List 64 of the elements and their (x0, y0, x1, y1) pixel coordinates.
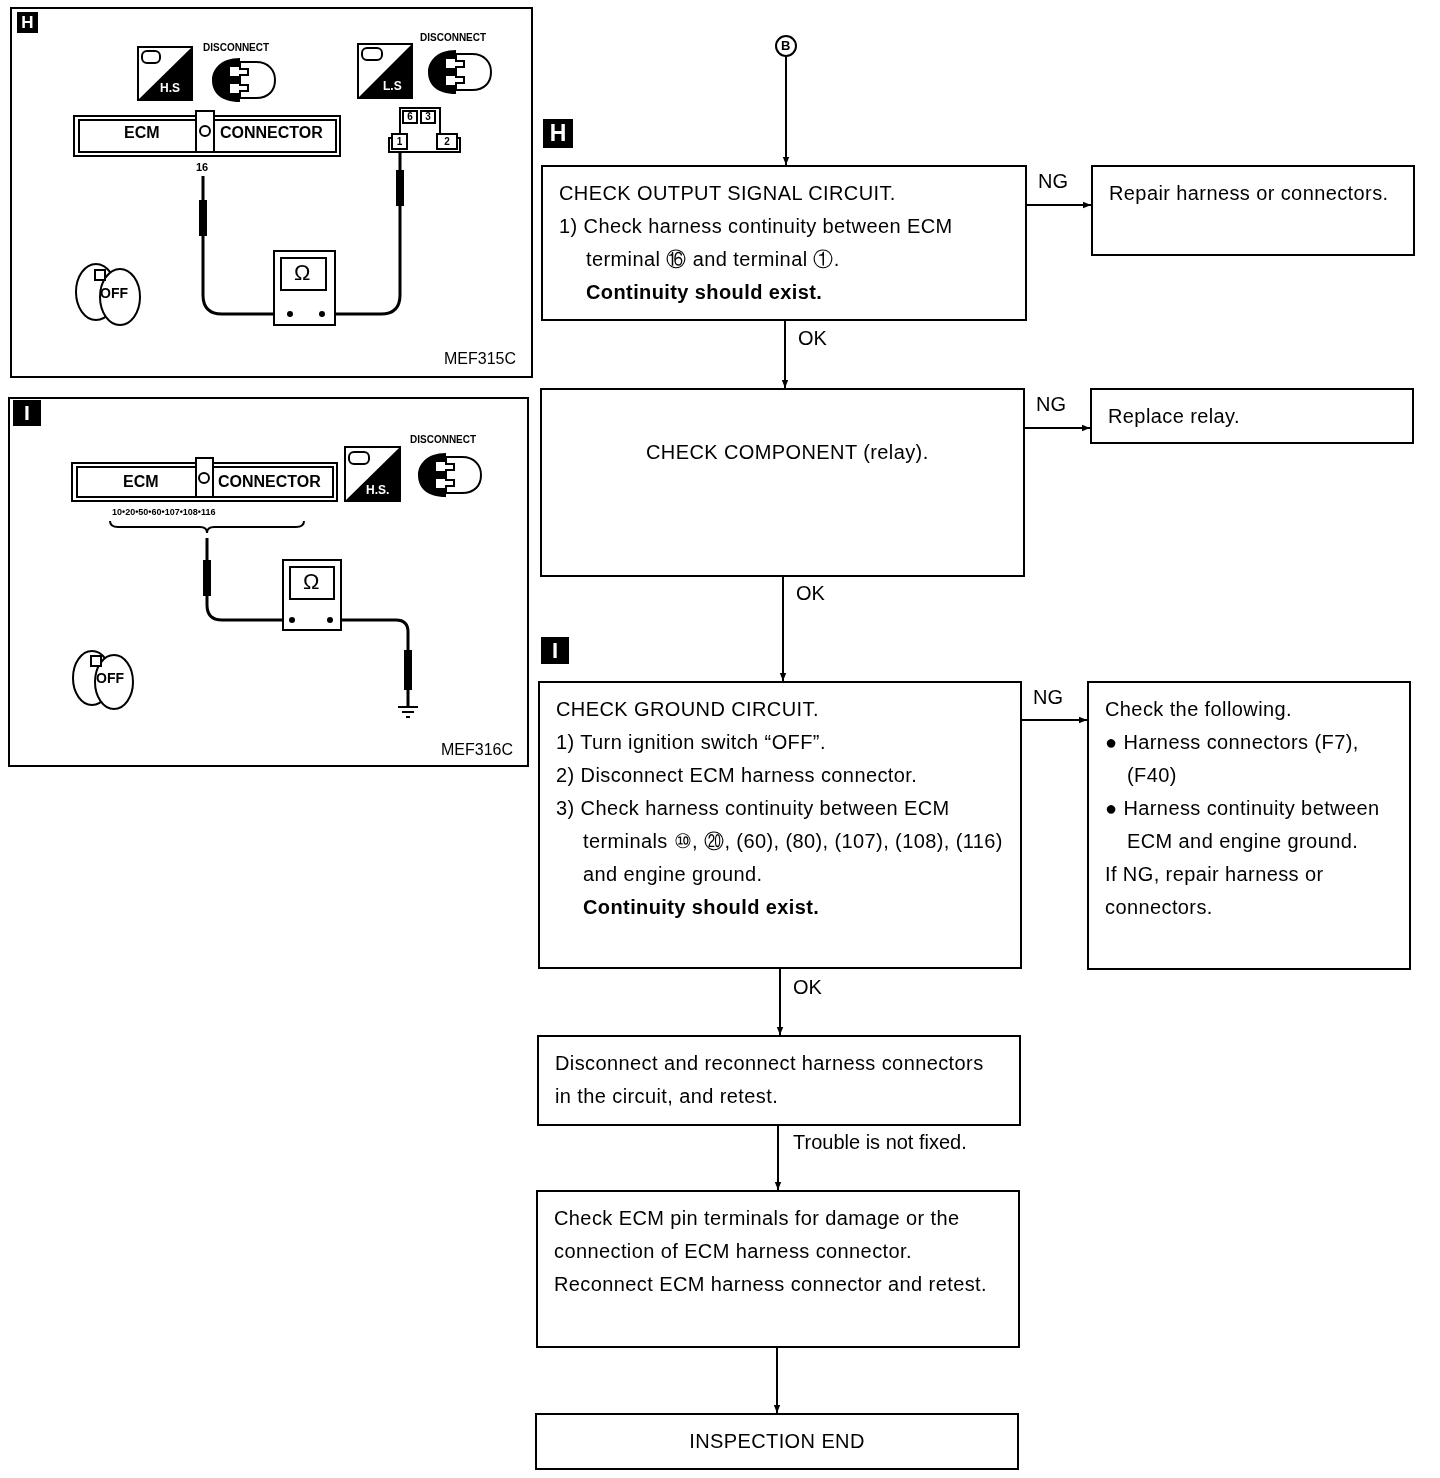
instruction-label: DISCONNECT (203, 43, 270, 53)
process-box (536, 1190, 1020, 1348)
instruction-label: DISCONNECT (410, 435, 477, 445)
section-badge: H (17, 12, 38, 33)
process-box (537, 1035, 1021, 1126)
terminal-pin: 2 (436, 133, 458, 150)
arrow (781, 320, 789, 389)
step-title: CHECK GROUND CIRCUIT. (556, 697, 820, 722)
arrow (1026, 201, 1092, 209)
step-text: 1) Turn ignition switch “OFF”. (556, 730, 827, 755)
switch-position: OFF (96, 671, 124, 685)
process-box (541, 165, 1027, 321)
arrow (779, 576, 787, 682)
terminal-pin: 6 (402, 110, 418, 124)
step-text: Replace relay. (1108, 404, 1241, 429)
step-text: ● Harness connectors (F7), (F40) (1105, 730, 1360, 788)
process-box (540, 388, 1025, 577)
section-badge: I (13, 400, 41, 426)
arrow (773, 1347, 781, 1414)
process-box (1090, 388, 1414, 444)
connector-circle (775, 35, 797, 57)
terminal-box (535, 1413, 1019, 1470)
terminal-number: 16 (196, 162, 209, 173)
part-label: ECM (123, 474, 159, 490)
arrow (1024, 424, 1091, 432)
note-text: Continuity should exist. (585, 280, 824, 305)
step-text: ● Harness continuity between ECM and engine ground. (1105, 796, 1381, 854)
connector-letter: B (781, 38, 791, 53)
note-text: Continuity should exist. (582, 895, 821, 920)
unit-symbol: Ω (303, 571, 320, 593)
mode-label: H.S. (366, 484, 390, 496)
figure-code: MEF315C (444, 351, 517, 367)
process-box (1091, 165, 1415, 256)
process-box (538, 681, 1022, 969)
section-badge: I (541, 637, 569, 664)
step-text: If NG, repair harness or connectors. (1105, 862, 1325, 920)
step-text: Check ECM pin terminals for damage or the connection of ECM harness connector. Reconnect ECM harness connector and retest. (554, 1206, 988, 1297)
arrow (1021, 716, 1088, 724)
instruction-label: DISCONNECT (420, 33, 487, 43)
process-box (1087, 681, 1411, 970)
figure-code: MEF316C (441, 742, 514, 758)
terminal-numbers: 10•20•50•60•107•108•116 (112, 508, 216, 517)
step-text: 3) Check harness continuity between ECM terminals ⑩, ⑳, (60), (80), (107), (108), (116) and engine ground. (556, 796, 1004, 887)
step-title: CHECK OUTPUT SIGNAL CIRCUIT. (559, 181, 897, 206)
terminal-pin: 3 (420, 110, 436, 124)
arrow (782, 56, 790, 166)
unit-symbol: Ω (294, 262, 311, 284)
step-text: 1) Check harness continuity between ECM terminal ⑯ and terminal ①. (559, 214, 954, 272)
section-badge: H (543, 119, 573, 148)
mode-label: H.S (160, 82, 180, 94)
step-text: CHECK COMPONENT (relay). (646, 440, 930, 465)
terminal-pin: 1 (391, 133, 408, 150)
step-title: Check the following. (1105, 697, 1293, 722)
step-text: Repair harness or connectors. (1109, 181, 1390, 206)
part-label: CONNECTOR (218, 474, 321, 490)
step-text: INSPECTION END (688, 1429, 866, 1454)
switch-position: OFF (100, 286, 128, 300)
arrow (774, 1125, 782, 1191)
mode-label: L.S (383, 80, 402, 92)
step-text: Disconnect and reconnect harness connectors in the circuit, and retest. (555, 1051, 985, 1109)
part-label: CONNECTOR (220, 125, 323, 141)
arrow (776, 968, 784, 1036)
step-text: 2) Disconnect ECM harness connector. (556, 763, 919, 788)
part-label: ECM (124, 125, 160, 141)
